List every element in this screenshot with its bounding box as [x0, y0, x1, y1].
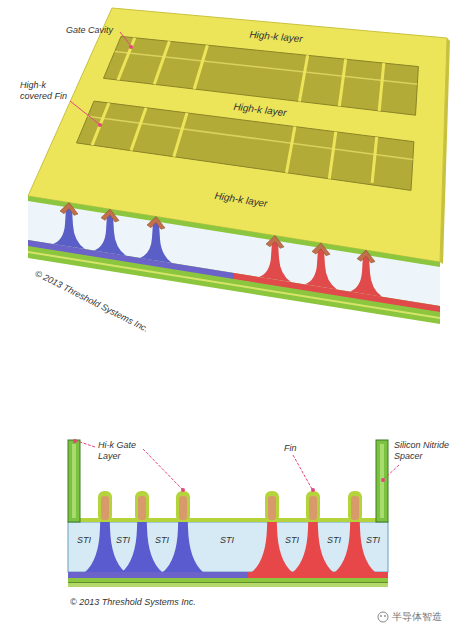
fin-caps: [98, 491, 362, 522]
spacer-core: [380, 444, 384, 518]
high-k-covered-fins: [92, 38, 384, 183]
leader-lines: [77, 441, 399, 489]
blue-fins: [85, 497, 203, 572]
side-face: [440, 38, 450, 264]
leader-dots: [73, 439, 385, 492]
substrate-layer: [68, 578, 388, 582]
leader-lines: [70, 32, 131, 124]
region-label: STI: [155, 535, 169, 546]
region-label: STI: [220, 535, 234, 546]
red-fins: [252, 497, 375, 572]
region-label: STI: [327, 535, 341, 546]
spacer: [68, 440, 80, 522]
callout-label: Gate Cavity: [66, 25, 113, 36]
substrate-layer: [68, 583, 388, 587]
substrate-layer: [68, 582, 388, 583]
hi-k-gate-layer: [80, 518, 376, 522]
substrate-left: [68, 572, 248, 578]
leader-dot: [98, 123, 102, 127]
spacer: [376, 440, 388, 522]
substrate-right: [248, 572, 388, 578]
spacer-core: [72, 444, 76, 518]
region-label: STI: [366, 535, 380, 546]
gate-cavity: [77, 101, 414, 190]
callout-label: Fin: [284, 443, 297, 454]
copyright-note: © 2013 Threshold Systems Inc.: [33, 268, 150, 335]
callout-label: Hi-k Gate Layer: [98, 440, 146, 462]
leader-dot: [129, 45, 133, 49]
callout-label: Silicon Nitride Spacer: [394, 440, 462, 462]
wechat-icon: [378, 612, 388, 622]
watermark: 半导体智造: [392, 611, 442, 623]
copyright-note: © 2013 Threshold Systems Inc.: [70, 597, 196, 608]
region-label: STI: [285, 535, 299, 546]
region-label: STI: [77, 535, 91, 546]
callout-label: High-k covered Fin: [20, 80, 76, 102]
region-label: STI: [116, 535, 130, 546]
